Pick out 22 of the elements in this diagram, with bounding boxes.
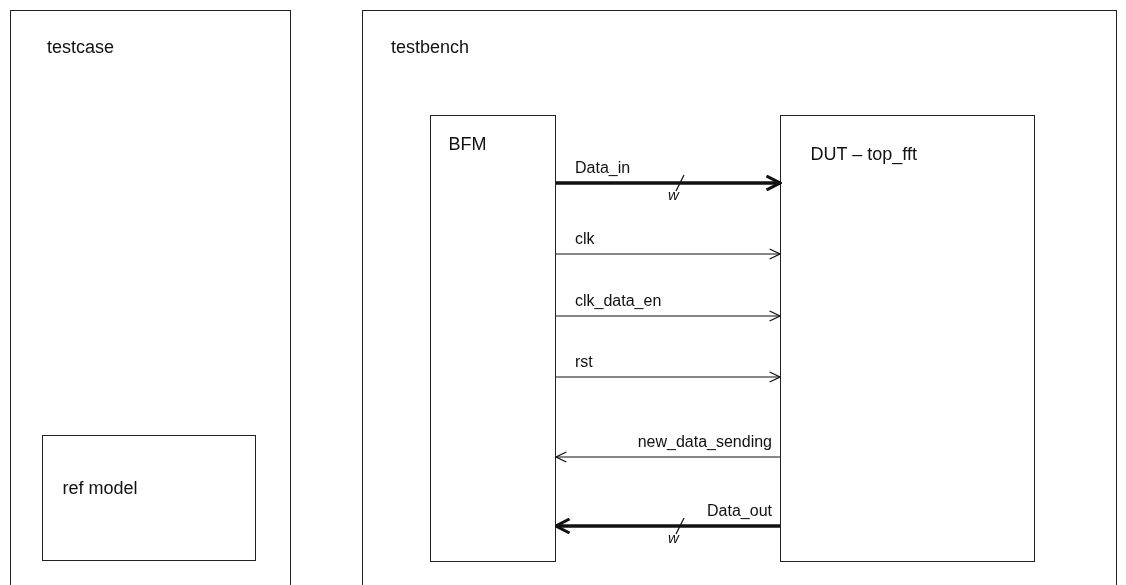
signal-label: Data_out	[705, 502, 774, 520]
signal-label: clk_data_en	[573, 292, 664, 310]
signal-arrow	[555, 371, 781, 383]
bus-width-label: w	[668, 187, 679, 202]
bus-width-label: w	[668, 530, 679, 545]
block-box	[362, 10, 1117, 585]
signal-arrow	[556, 174, 782, 192]
block-box	[429, 114, 556, 562]
block-title: BFM	[448, 133, 487, 155]
block-box	[10, 10, 291, 585]
signal-arrow	[555, 451, 781, 463]
block-box	[779, 114, 1035, 562]
block-title: ref model	[62, 477, 138, 499]
signal-arrow	[554, 517, 780, 535]
signal-label: new_data_sending	[635, 433, 774, 451]
signal-arrow	[555, 310, 781, 322]
signal-label: Data_in	[573, 159, 633, 177]
block-title: DUT – top_fft	[810, 143, 917, 165]
block-title: testcase	[47, 37, 115, 58]
signal-arrow	[555, 248, 781, 260]
block-title: testbench	[391, 37, 470, 58]
block-box	[41, 434, 256, 561]
